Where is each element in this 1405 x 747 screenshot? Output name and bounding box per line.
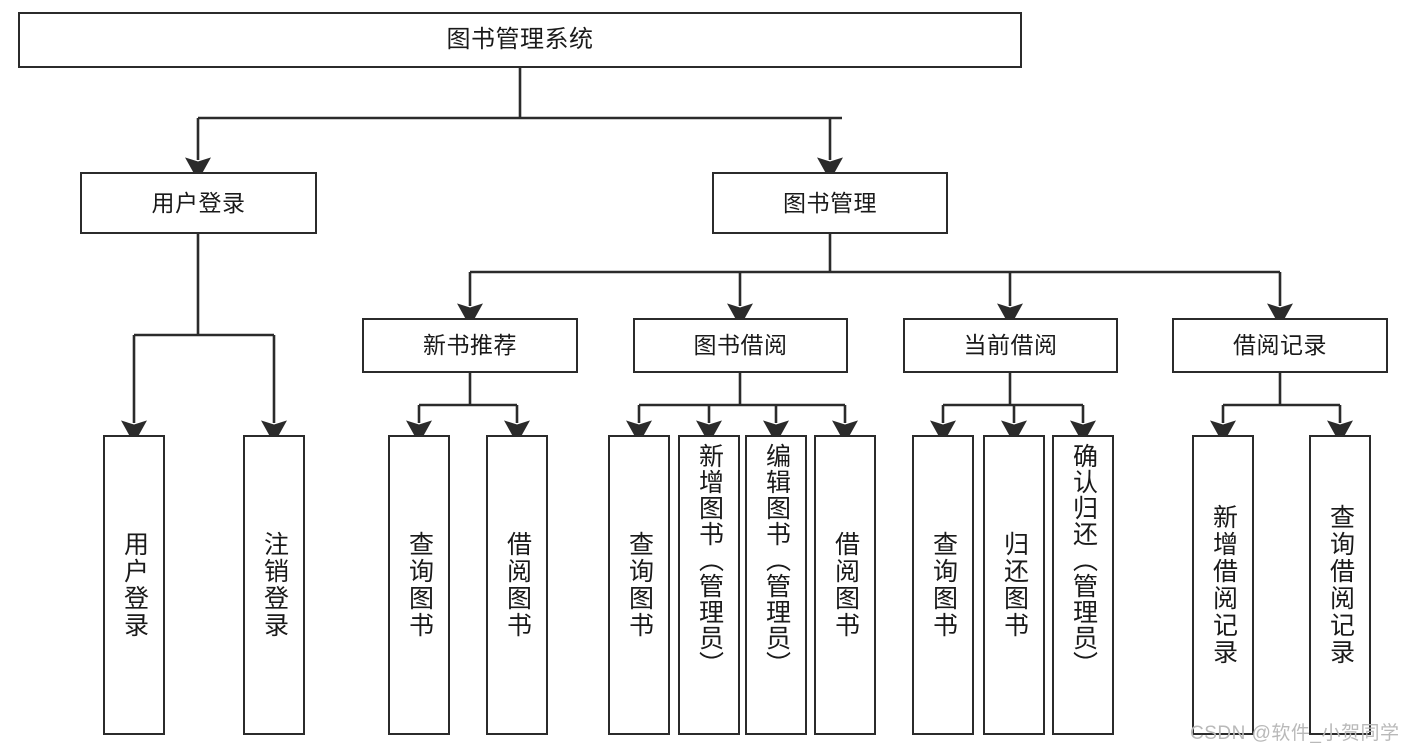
node-leaf-query-book-1-label: 查询图书: [405, 531, 434, 639]
node-leaf-borrow-book-1[interactable]: 借阅图书: [486, 435, 548, 735]
node-leaf-logout-login[interactable]: 注销登录: [243, 435, 305, 735]
node-user-login-label: 用户登录: [151, 189, 246, 216]
edge-group-book-borrow: [626, 373, 858, 444]
node-leaf-logout-login-label: 注销登录: [260, 531, 289, 639]
node-leaf-query-record[interactable]: 查询借阅记录: [1309, 435, 1371, 735]
node-leaf-edit-book-label: 编辑图书（管理员）: [762, 443, 791, 677]
node-leaf-add-record[interactable]: 新增借阅记录: [1192, 435, 1254, 735]
node-root-label: 图书管理系统: [446, 26, 594, 54]
node-borrow-record[interactable]: 借阅记录: [1172, 318, 1388, 373]
node-book-manage[interactable]: 图书管理: [712, 172, 948, 234]
node-leaf-add-book-label: 新增图书（管理员）: [695, 443, 724, 677]
node-leaf-borrow-book-1-label: 借阅图书: [503, 531, 532, 639]
node-leaf-query-book-1[interactable]: 查询图书: [388, 435, 450, 735]
node-leaf-query-book-2-label: 查询图书: [625, 531, 654, 639]
node-leaf-query-record-label: 查询借阅记录: [1326, 504, 1355, 666]
node-leaf-user-login-label: 用户登录: [120, 531, 149, 639]
edge-group-root: [185, 68, 843, 181]
node-leaf-confirm-return[interactable]: 确认归还（管理员）: [1052, 435, 1114, 735]
node-leaf-user-login[interactable]: 用户登录: [103, 435, 165, 735]
node-root[interactable]: 图书管理系统: [18, 12, 1022, 68]
node-leaf-borrow-book-2[interactable]: 借阅图书: [814, 435, 876, 735]
node-new-book-recommend[interactable]: 新书推荐: [362, 318, 578, 373]
node-leaf-query-book-3-label: 查询图书: [929, 531, 958, 639]
node-borrow-record-label: 借阅记录: [1233, 332, 1327, 359]
node-leaf-add-book[interactable]: 新增图书（管理员）: [678, 435, 740, 735]
node-leaf-borrow-book-2-label: 借阅图书: [831, 531, 860, 639]
node-current-borrow-label: 当前借阅: [963, 332, 1058, 359]
node-book-manage-label: 图书管理: [783, 189, 877, 216]
node-current-borrow[interactable]: 当前借阅: [903, 318, 1118, 373]
csdn-watermark: CSDN @软件_小贺同学: [1190, 723, 1400, 744]
node-leaf-return-book[interactable]: 归还图书: [983, 435, 1045, 735]
edge-group-book-manage: [457, 234, 1293, 327]
node-leaf-add-record-label: 新增借阅记录: [1209, 504, 1238, 666]
edge-group-new-book-recommend: [406, 373, 530, 444]
node-leaf-return-book-label: 归还图书: [1000, 531, 1029, 639]
node-book-borrow-label: 图书借阅: [693, 332, 788, 359]
edge-group-user-login: [121, 234, 287, 444]
node-leaf-query-book-2[interactable]: 查询图书: [608, 435, 670, 735]
node-new-book-recommend-label: 新书推荐: [423, 332, 517, 359]
node-leaf-edit-book[interactable]: 编辑图书（管理员）: [745, 435, 807, 735]
edge-group-current-borrow: [930, 373, 1096, 444]
node-book-borrow[interactable]: 图书借阅: [633, 318, 848, 373]
node-user-login[interactable]: 用户登录: [80, 172, 317, 234]
node-leaf-confirm-return-label: 确认归还（管理员）: [1069, 443, 1098, 677]
edge-group-borrow-record: [1210, 373, 1353, 444]
node-leaf-query-book-3[interactable]: 查询图书: [912, 435, 974, 735]
